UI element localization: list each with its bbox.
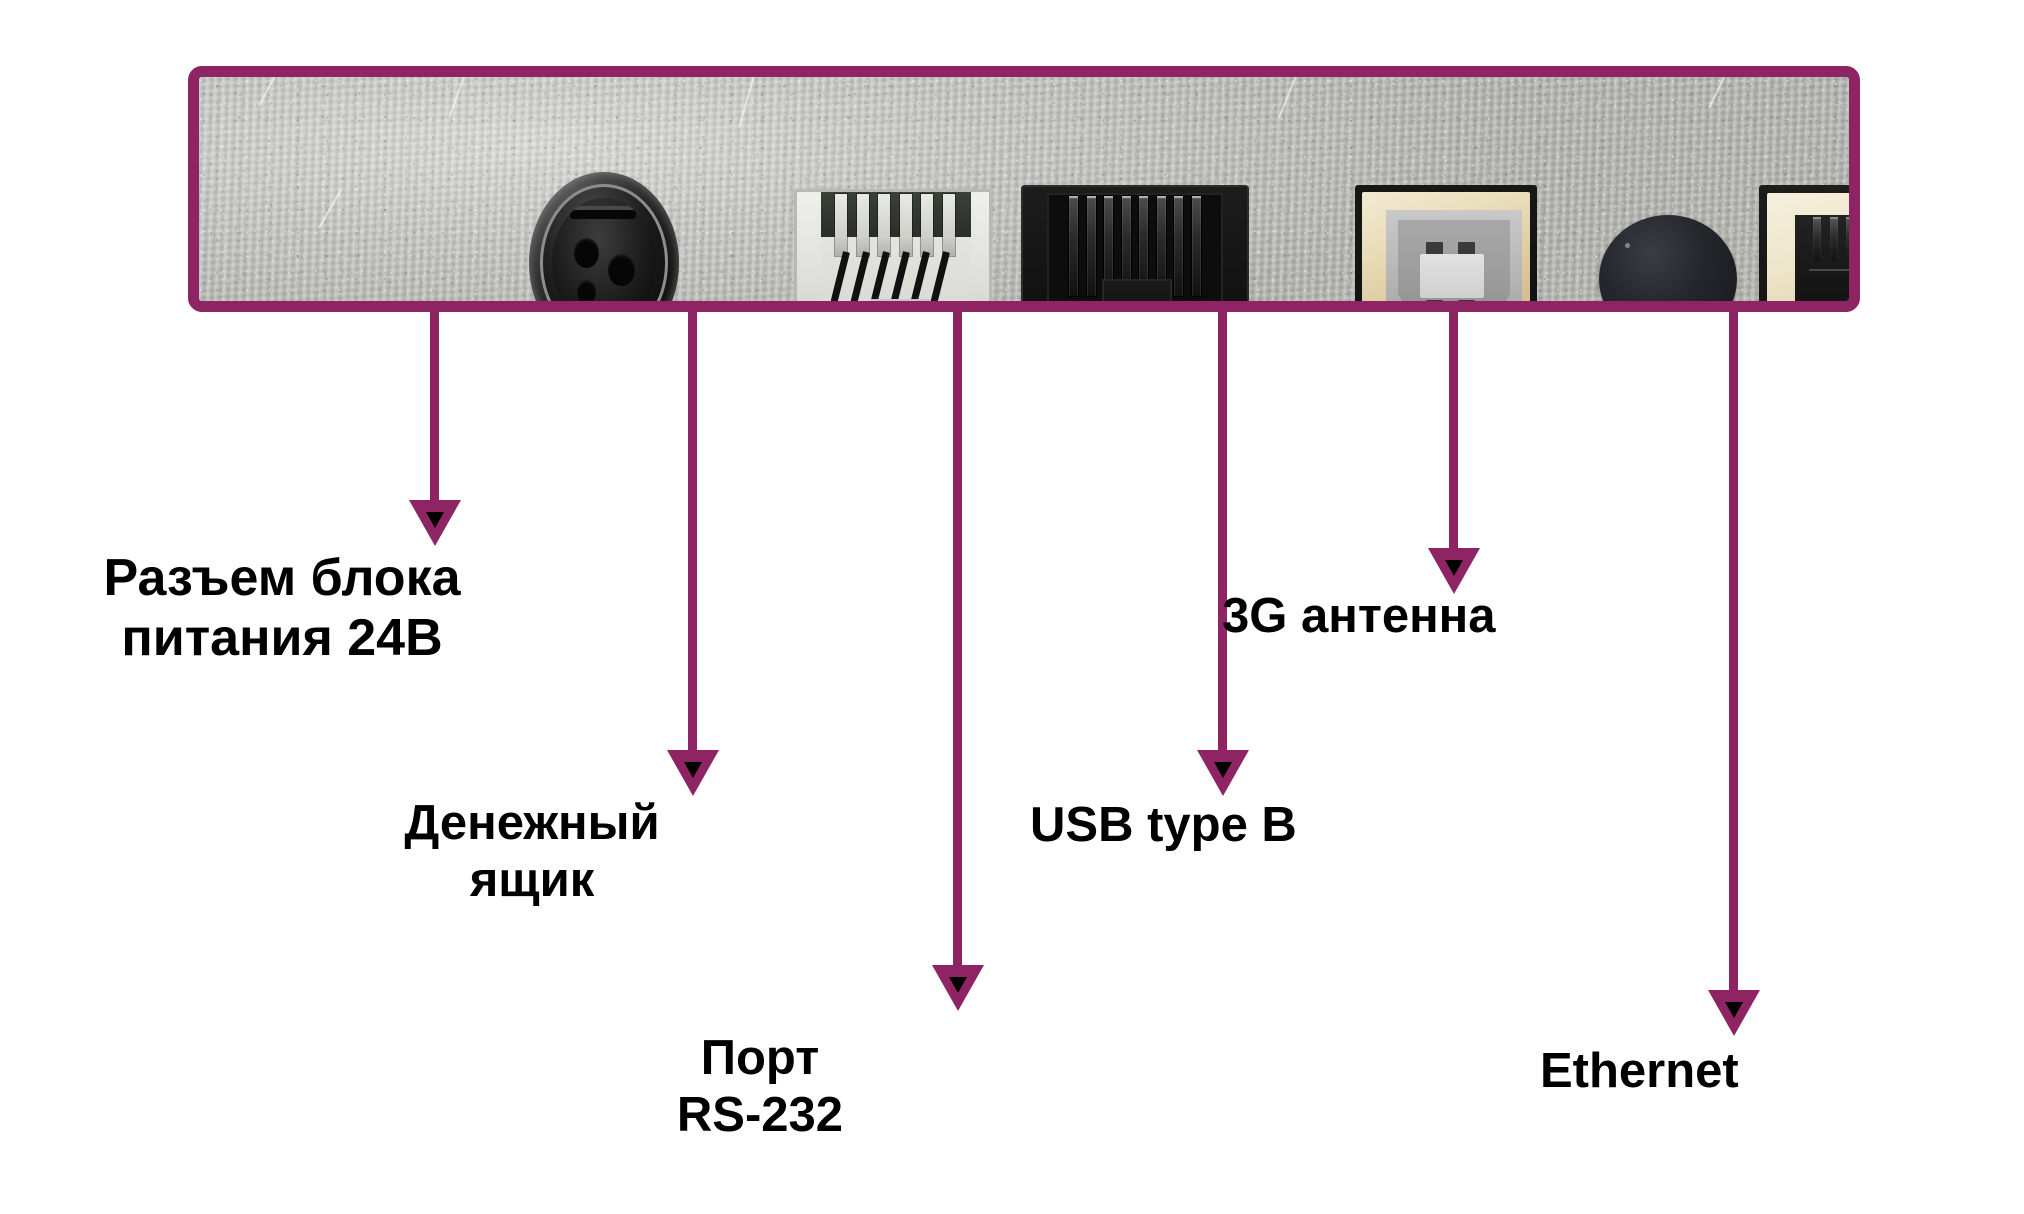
ethernet-pin-row: [1813, 217, 1849, 261]
usb-contact: [1426, 242, 1443, 255]
rj11-contact-wire: [868, 251, 890, 301]
rj45-serial-marking: 14: [1131, 307, 1151, 312]
rj11-pin-row: [835, 194, 955, 256]
ethernet-pin: [1829, 217, 1838, 261]
arrowhead-notch-antenna: [1445, 560, 1463, 576]
rj45-serial-port: 14: [1021, 185, 1249, 312]
leader-line-cash-drawer: [688, 312, 697, 762]
din-pin-1: [574, 238, 599, 268]
callout-cash-drawer: Денежный ящик: [404, 796, 660, 907]
rj45-pin: [1156, 196, 1166, 296]
arrowhead-notch-usb: [1214, 762, 1232, 778]
rj11-port-marking: 6: [901, 300, 910, 312]
rj11-pin: [878, 194, 891, 256]
rj11-contact-wire: [908, 251, 930, 301]
usb-shell-plating: [1362, 192, 1530, 301]
ethernet-latch-line: [1809, 269, 1849, 271]
rj45-serial-cavity: [1047, 193, 1223, 301]
usb-contact: [1458, 242, 1475, 255]
ethernet-pin: [1813, 217, 1821, 261]
usb-contact: [1426, 300, 1443, 301]
leader-line-usb: [1218, 312, 1227, 762]
rj11-contact-wire: [828, 251, 850, 301]
ethernet-rj45-port: [1759, 185, 1849, 301]
arrowhead-notch-rs232: [949, 977, 967, 993]
power-din-jack: [529, 172, 679, 312]
antenna-plug-speck: [1625, 243, 1630, 248]
din-jack-notch: [595, 306, 619, 312]
rj45-serial-latch-slot: [1102, 279, 1172, 301]
leader-line-antenna: [1449, 312, 1458, 560]
rj11-contact-wire: [928, 251, 950, 301]
rj11-contact-wire: [888, 251, 910, 301]
din-jack-keyway: [570, 210, 636, 219]
leader-line-power: [430, 312, 439, 512]
callout-usb: USB type B: [1030, 798, 1297, 852]
ethernet-cavity: [1795, 215, 1849, 301]
rj11-cash-drawer-port: 6: [794, 189, 992, 312]
ethernet-shell-plating: [1767, 193, 1849, 301]
rj45-pin: [1104, 196, 1114, 296]
rj11-pin: [921, 194, 934, 256]
rj45-pin: [1139, 196, 1149, 296]
rj45-pin: [1069, 196, 1078, 296]
rj11-pin: [856, 194, 869, 256]
rj11-pin: [899, 194, 912, 256]
leader-line-ethernet: [1729, 312, 1738, 1002]
rj45-pin: [1191, 196, 1201, 296]
callout-rs232: Порт RS-232: [676, 1031, 844, 1142]
rj11-pin: [942, 194, 955, 256]
leader-line-rs232: [953, 312, 962, 977]
usb-tongue: [1420, 254, 1484, 298]
usb-cavity-inner: [1398, 220, 1510, 301]
arrowhead-notch-ethernet: [1725, 1002, 1743, 1018]
callout-3g-antenna: 3G антенна: [1222, 589, 1496, 643]
din-pin-2: [608, 254, 635, 286]
rj11-contact-wire: [848, 251, 870, 301]
usb-cavity-outer: [1386, 210, 1522, 301]
rj11-pin: [835, 194, 847, 256]
rj11-latch-slot: [871, 299, 931, 301]
usb-type-b-port: [1355, 185, 1537, 301]
rj45-serial-pin-row: [1069, 196, 1201, 296]
rj45-pin: [1174, 196, 1184, 296]
din-jack-cavity: [552, 198, 656, 312]
callout-ethernet: Ethernet: [1540, 1044, 1739, 1098]
connector-panel: 6 14: [188, 66, 1860, 312]
din-pin-3: [577, 280, 596, 301]
usb-contact: [1458, 300, 1475, 301]
rj45-pin: [1121, 196, 1131, 296]
rj45-pin: [1086, 196, 1096, 296]
callout-power-supply: Разъем блока питания 24В: [103, 549, 461, 668]
rj11-cavity: 6: [821, 192, 971, 312]
ethernet-pin: [1846, 217, 1849, 261]
arrowhead-notch-cash-drawer: [684, 762, 702, 778]
arrowhead-notch-power: [426, 512, 444, 528]
